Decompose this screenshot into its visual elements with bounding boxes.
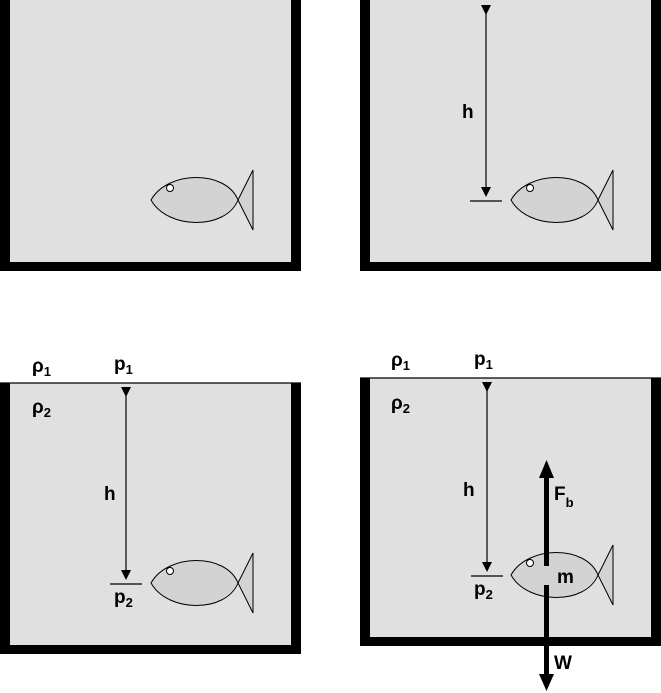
depth-label: h bbox=[462, 102, 474, 123]
fish-icon bbox=[510, 544, 614, 606]
pressure-top-label: p1 bbox=[474, 349, 493, 372]
water bbox=[370, 0, 651, 262]
tank-wall-right bbox=[651, 378, 661, 646]
fish-icon bbox=[150, 169, 254, 231]
buoyant-force-shaft bbox=[544, 476, 549, 566]
tank-wall-right bbox=[651, 0, 661, 271]
panel-1 bbox=[0, 0, 301, 271]
pressure-bottom-label: p2 bbox=[114, 587, 133, 610]
panel-2: h bbox=[360, 0, 661, 271]
water bbox=[10, 0, 291, 262]
tank-wall-left bbox=[0, 0, 10, 271]
water bbox=[10, 383, 291, 645]
buoyant-force-label: Fb bbox=[554, 484, 574, 510]
panel-3: ρ1 ρ2 p1 h p2 bbox=[0, 354, 301, 654]
water bbox=[370, 378, 651, 637]
tank-wall-right bbox=[291, 383, 301, 654]
density-top-label: ρ1 bbox=[391, 350, 410, 373]
weight-shaft bbox=[544, 585, 549, 678]
fish-icon bbox=[150, 552, 254, 614]
buoyant-force-arrowhead bbox=[539, 460, 554, 478]
tank-wall-left bbox=[360, 0, 370, 271]
weight-label: W bbox=[554, 653, 572, 674]
tank-wall-left bbox=[360, 378, 370, 646]
tank-wall-bottom bbox=[0, 645, 301, 654]
panel-4: ρ1 ρ2 p1 h p2 Fb m W bbox=[360, 349, 661, 691]
weight-arrowhead bbox=[539, 674, 554, 691]
density-bottom-label: ρ2 bbox=[391, 393, 410, 416]
mass-label: m bbox=[557, 567, 574, 588]
depth-label: h bbox=[104, 484, 116, 505]
pressure-bottom-label: p2 bbox=[474, 579, 493, 602]
tank-wall-left bbox=[0, 383, 10, 654]
fish-icon bbox=[510, 169, 614, 231]
density-top-label: ρ1 bbox=[32, 356, 51, 379]
depth-label: h bbox=[463, 480, 475, 501]
density-bottom-label: ρ2 bbox=[32, 397, 51, 420]
tank-wall-bottom bbox=[0, 262, 301, 271]
pressure-top-label: p1 bbox=[114, 354, 133, 377]
tank-wall-bottom bbox=[360, 637, 661, 646]
tank-wall-right bbox=[291, 0, 301, 271]
tank-wall-bottom bbox=[360, 262, 661, 271]
